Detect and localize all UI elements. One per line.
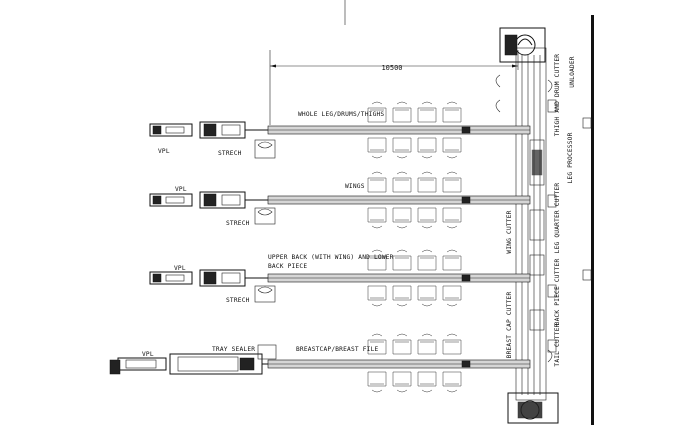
line-3: UPPER BACK (WITH WING) AND LOWER BACK PI… [149,249,531,307]
station-label: STRECH [226,297,250,304]
vpl-label: VPL [175,186,187,193]
workstation-chairs-2 [367,171,462,229]
vpl-label: VPL [174,265,186,272]
vpl-machine-2 [149,193,193,207]
unloader-label: UNLOADER [569,56,576,87]
product-label-line-1: UPPER BACK (WITH WING) AND LOWER [268,254,394,261]
workstation-chairs-1 [367,101,462,159]
leg-processor-box [529,139,545,186]
wall [591,15,594,425]
workstation-chairs-4 [367,333,462,393]
thigh-drum-cutter-label: THIGH AND DRUM CUTTER [554,54,561,137]
line-2: WINGS STRECH VPL [149,171,531,229]
wall-column-2 [582,269,592,281]
line-1: WHOLE LEG/DRUMS/THIGHS STRECH VPL [149,101,531,159]
station-label: STRECH [226,220,250,227]
leg-processor-label: LEG PROCESSOR [567,132,574,183]
product-label: WINGS [345,183,365,190]
wall-column-1 [582,117,592,129]
workstation-chairs-3 [367,249,462,307]
vpl-label: VPL [158,148,170,155]
unloader-station [499,27,546,63]
tail-cutter-label: TAIL CUTTER [554,323,561,366]
dimension-10500: 10500 [269,50,519,125]
station-label: TRAY SEALER [212,346,255,353]
back-piece-cutter-label: BACK PIECE CUTTER [554,259,561,326]
vpl-label: VPL [142,351,154,358]
bottom-turn-station [507,392,559,424]
overhead-conveyor [495,27,559,424]
vpl-machine-3 [149,271,193,285]
vpl-machine-1 [149,123,193,137]
leg-quarter-cutter-label: LEG QUARTER CUTTER [554,183,561,254]
wing-cutter-label: WING CUTTER [506,210,513,253]
product-label: BREASTCAP/BREAST FILE [296,346,379,353]
station-label: STRECH [218,150,242,157]
breast-cap-cutter-label: BREAST CAP CUTTER [506,292,513,359]
product-label: WHOLE LEG/DRUMS/THIGHS [298,111,384,118]
dimension-value: 10500 [381,64,402,72]
product-label-line-2: BACK PIECE [268,263,307,270]
line-4: BREASTCAP/BREAST FILE TRAY SEALER VPL [109,333,531,393]
